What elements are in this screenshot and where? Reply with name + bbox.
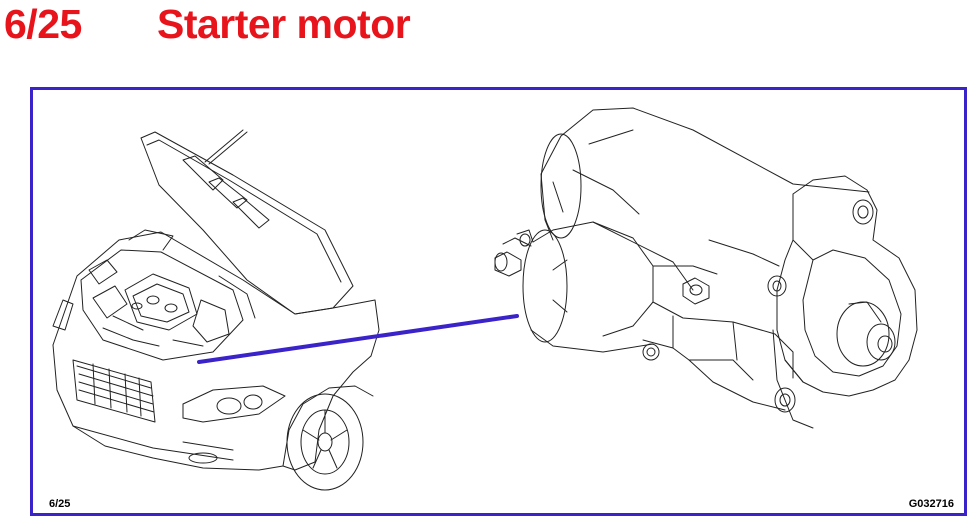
page-heading: 6/25 Starter motor <box>0 0 979 50</box>
slide-number: 6/25 <box>4 1 82 47</box>
figure-code-label: G032716 <box>908 498 954 510</box>
figure-frame: 6/25 G032716 <box>30 87 967 516</box>
starter-motor-icon <box>494 107 918 429</box>
figure-illustration <box>52 107 918 491</box>
figure-page-label: 6/25 <box>49 498 71 510</box>
page-title: Starter motor <box>157 1 411 47</box>
pointer-line <box>197 314 519 364</box>
car-engine-bay-icon <box>52 129 380 491</box>
